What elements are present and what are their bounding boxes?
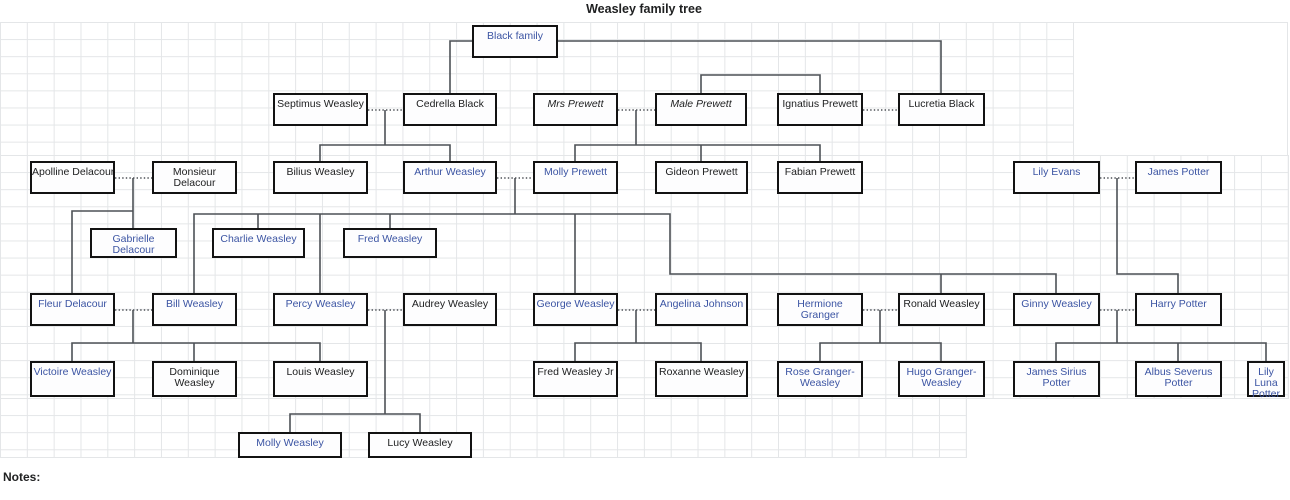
right-border-top xyxy=(1287,22,1288,155)
person-box-bilius-weasley: Bilius Weasley xyxy=(273,161,368,194)
person-box-fabian-prewett: Fabian Prewett xyxy=(777,161,863,194)
person-box-charlie-weasley[interactable]: Charlie Weasley xyxy=(212,228,305,258)
person-box-lily-evans[interactable]: Lily Evans xyxy=(1013,161,1100,194)
person-box-victoire-weasley[interactable]: Victoire Weasley xyxy=(30,361,115,397)
person-box-fred-weasley[interactable]: Fred Weasley xyxy=(343,228,437,258)
person-box-bill-weasley[interactable]: Bill Weasley xyxy=(152,293,237,326)
person-box-apolline-delacour: Apolline Delacour xyxy=(30,161,115,194)
notes-label: Notes: xyxy=(3,470,41,484)
person-box-lucretia-black: Lucretia Black xyxy=(898,93,985,126)
person-box-roxanne-weasley: Roxanne Weasley xyxy=(655,361,748,397)
person-box-molly-weasley[interactable]: Molly Weasley xyxy=(238,432,342,458)
top-border xyxy=(1073,22,1288,23)
person-box-ginny-weasley[interactable]: Ginny Weasley xyxy=(1013,293,1100,326)
person-box-molly-prewett[interactable]: Molly Prewett xyxy=(533,161,618,194)
person-box-audrey-weasley: Audrey Weasley xyxy=(403,293,497,326)
person-box-harry-potter[interactable]: Harry Potter xyxy=(1135,293,1222,326)
person-box-angelina-johnson[interactable]: Angelina Johnson xyxy=(655,293,748,326)
person-box-louis-weasley: Louis Weasley xyxy=(273,361,368,397)
person-box-cedrella-black: Cedrella Black xyxy=(403,93,497,126)
grid-bottom xyxy=(0,398,967,458)
person-box-fred-weasley-jr: Fred Weasley Jr xyxy=(533,361,618,397)
person-box-black-family[interactable]: Black family xyxy=(472,25,558,58)
person-box-mrs-prewett: Mrs Prewett xyxy=(533,93,618,126)
person-box-percy-weasley[interactable]: Percy Weasley xyxy=(273,293,368,326)
person-box-septimus-weasley: Septimus Weasley xyxy=(273,93,368,126)
person-box-lucy-weasley: Lucy Weasley xyxy=(368,432,472,458)
person-box-james-potter[interactable]: James Potter xyxy=(1135,161,1222,194)
person-box-rose-granger-weasley[interactable]: Rose Granger-Weasley xyxy=(777,361,863,397)
person-box-fleur-delacour[interactable]: Fleur Delacour xyxy=(30,293,115,326)
page-title: Weasley family tree xyxy=(586,2,702,16)
person-box-male-prewett: Male Prewett xyxy=(655,93,747,126)
person-box-ronald-weasley: Ronald Weasley xyxy=(898,293,985,326)
person-box-arthur-weasley[interactable]: Arthur Weasley xyxy=(403,161,497,194)
person-box-hugo-granger-weasley[interactable]: Hugo Granger-Weasley xyxy=(898,361,985,397)
person-box-george-weasley[interactable]: George Weasley xyxy=(533,293,618,326)
person-box-gideon-prewett: Gideon Prewett xyxy=(655,161,748,194)
person-box-ignatius-prewett: Ignatius Prewett xyxy=(777,93,863,126)
